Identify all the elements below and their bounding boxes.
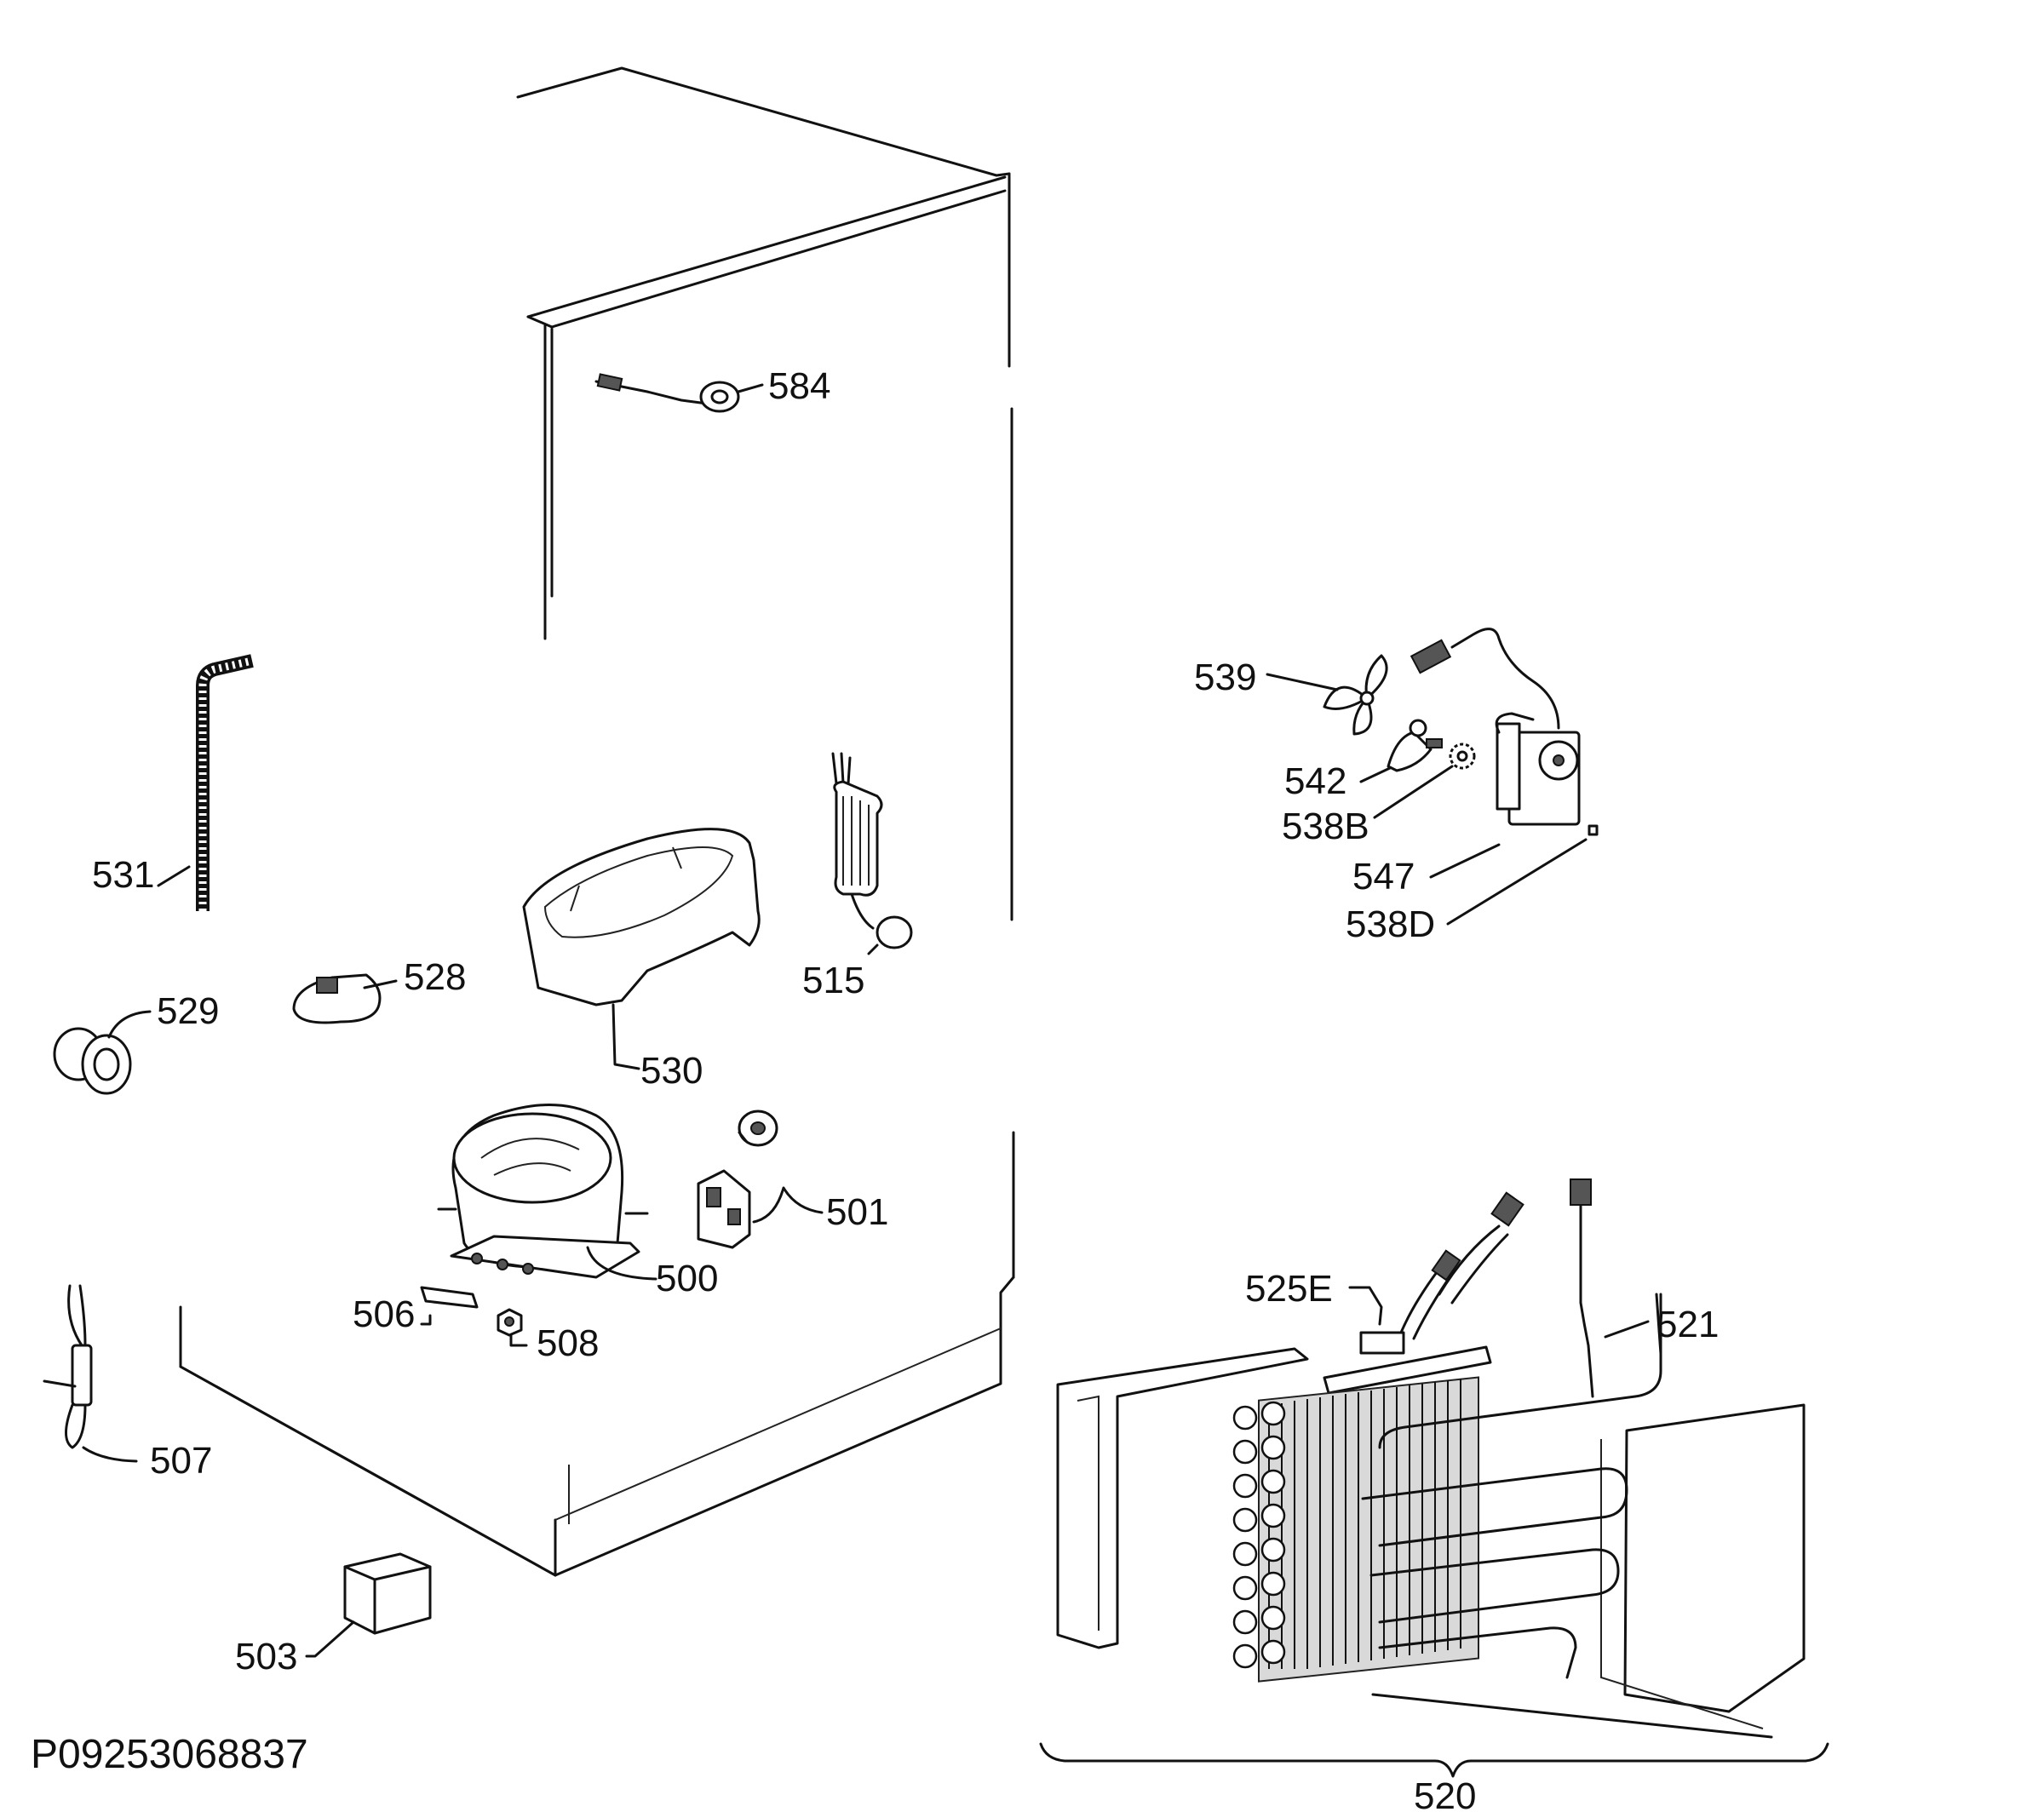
part-529-illustration: [53, 1010, 152, 1095]
part-528-illustration: [292, 973, 398, 1024]
label-507: 507: [150, 1440, 212, 1482]
label-506: 506: [353, 1293, 415, 1335]
label-547: 547: [1352, 856, 1415, 897]
label-530: 530: [640, 1050, 703, 1092]
label-501: 501: [826, 1191, 888, 1233]
label-538D: 538D: [1346, 903, 1435, 945]
part-515-illustration: [831, 752, 913, 955]
label-538B: 538B: [1282, 806, 1369, 847]
label-508: 508: [537, 1322, 599, 1364]
label-525E: 525E: [1245, 1268, 1333, 1310]
part-531-illustration: [157, 654, 254, 911]
label-542: 542: [1284, 760, 1346, 802]
part-507-illustration: [43, 1284, 138, 1463]
part-508-illustration: [497, 1308, 528, 1347]
assembly-brace-520: [1039, 1742, 1829, 1778]
label-584: 584: [768, 365, 830, 407]
part-584-illustration: [594, 373, 764, 413]
diagram-code: P09253068837: [31, 1732, 308, 1777]
part-538B-illustration: [1373, 743, 1476, 819]
label-503: 503: [235, 1636, 297, 1677]
part-500-illustration: [437, 1104, 657, 1281]
label-520: 520: [1414, 1775, 1476, 1812]
label-521: 521: [1656, 1304, 1719, 1345]
label-529: 529: [157, 990, 219, 1032]
evaporator-assembly-illustration: [1056, 1178, 1806, 1739]
part-542-illustration: [1359, 719, 1443, 783]
part-501-illustration: [697, 1110, 824, 1249]
fan-motor-illustration: [1410, 628, 1599, 926]
label-528: 528: [404, 956, 466, 998]
part-503-illustration: [305, 1552, 432, 1658]
cabinet-outline: [179, 66, 1015, 1577]
label-531: 531: [92, 854, 154, 896]
part-530-illustration: [522, 828, 761, 1070]
label-500: 500: [656, 1258, 718, 1299]
part-506-illustration: [420, 1286, 479, 1326]
label-515: 515: [802, 960, 864, 1001]
part-539-illustration: [1266, 654, 1388, 736]
label-539: 539: [1194, 657, 1256, 698]
